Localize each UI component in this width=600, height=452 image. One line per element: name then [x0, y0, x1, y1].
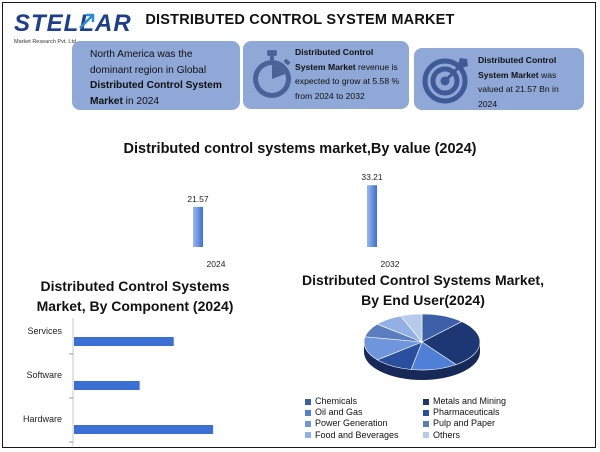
value-bar: [367, 185, 377, 247]
value-bar-label: 33.21: [361, 172, 383, 182]
legend-label: Chemicals: [315, 396, 358, 406]
pie-slice: [421, 321, 481, 365]
value-bar: [193, 206, 203, 247]
stopwatch-icon: [253, 50, 291, 98]
legend-label: Power Generation: [315, 418, 388, 429]
legend-swatch: [423, 421, 429, 427]
card-text: was valued at 21.57 Bn in 2024: [478, 69, 559, 109]
legend-item: Chemicals: [305, 396, 423, 407]
legend-swatch: [423, 432, 429, 439]
component-category-label: Hardware: [23, 414, 62, 424]
pie-slice: [363, 336, 423, 361]
legend-item: Others: [423, 430, 545, 441]
component-bar: [74, 381, 140, 390]
arrow-icon: [79, 13, 95, 29]
pie-side: [364, 342, 480, 380]
card-text-block: Distributed Control System Market was va…: [478, 53, 578, 111]
value-category-label: 2024: [207, 259, 226, 269]
legend-item: Power Generation: [305, 418, 423, 429]
enduser-pie-chart: [363, 313, 481, 380]
card-highlight: Distributed Control System Market: [90, 80, 222, 107]
value-bar-label: 21.57: [187, 194, 209, 204]
component-bar: [74, 425, 214, 434]
legend-swatch: [305, 421, 311, 427]
legend-label: Oil and Gas: [315, 407, 363, 418]
enduser-chart-title: Distributed Control Systems Market, By E…: [298, 270, 548, 310]
legend-item: Pharmaceuticals: [423, 407, 545, 418]
legend-item: Pulp and Paper: [423, 418, 545, 429]
brand-logo: STELLAR Market Research Pvt. Ltd.: [8, 6, 131, 50]
component-chart-title-line: Distributed Control Systems: [40, 278, 230, 294]
legend-swatch: [423, 398, 429, 405]
legend-label: Others: [433, 429, 461, 440]
value-category-label: 2032: [381, 259, 400, 269]
component-bar: [74, 337, 174, 346]
legend-item: Oil and Gas: [305, 407, 423, 418]
info-card-region: North America was the dominant region in…: [72, 41, 240, 110]
page-frame: [2, 2, 596, 448]
brand-name: STELLAR: [14, 10, 132, 37]
value-chart-title: Distributed control systems market,By va…: [123, 141, 477, 157]
legend-swatch: [423, 409, 429, 416]
info-card-growth: Distributed Control System Market revenu…: [243, 41, 409, 109]
legend-label: Food and Beverages: [315, 429, 399, 440]
target-icon: [422, 58, 468, 104]
component-category-label: Software: [26, 370, 62, 380]
legend-swatch: [305, 409, 311, 416]
card-highlight: Distributed Control System Market: [478, 55, 557, 80]
component-chart-title: Distributed Control Systems Market, By C…: [30, 276, 240, 316]
legend-label: Pharmaceuticals: [433, 407, 500, 418]
card-text: in 2024: [122, 95, 160, 107]
legend-swatch: [305, 432, 311, 439]
legend-label: Metals and Mining: [433, 396, 507, 406]
page-title: DISTRIBUTED CONTROL SYSTEM MARKET: [145, 12, 455, 28]
card-text: revenue is expected to grow at 5.58 % fr…: [295, 61, 400, 101]
pie-slice: [400, 313, 423, 343]
legend-swatch: [305, 398, 311, 405]
legend-label: Pulp and Paper: [433, 418, 496, 429]
enduser-chart-title-line: Distributed Control Systems Market,: [302, 272, 544, 288]
component-chart-title-line: Market, By Component (2024): [36, 298, 234, 314]
info-card-valuation: Distributed Control System Market was va…: [414, 48, 584, 110]
card-text-block: Distributed Control System Market revenu…: [295, 45, 405, 103]
legend-item: Food and Beverages: [305, 430, 423, 441]
enduser-chart-title-line: By End User(2024): [361, 292, 485, 308]
component-category-label: Services: [27, 326, 62, 336]
card-text: North America was the dominant region in…: [90, 49, 207, 76]
value-bar-chart: 21.57 2024 33.21 2032: [187, 172, 400, 269]
card-highlight: Distributed Control System Market: [295, 47, 374, 72]
brand-tagline: Market Research Pvt. Ltd.: [14, 39, 78, 45]
legend-item: Metals and Mining: [423, 396, 545, 407]
